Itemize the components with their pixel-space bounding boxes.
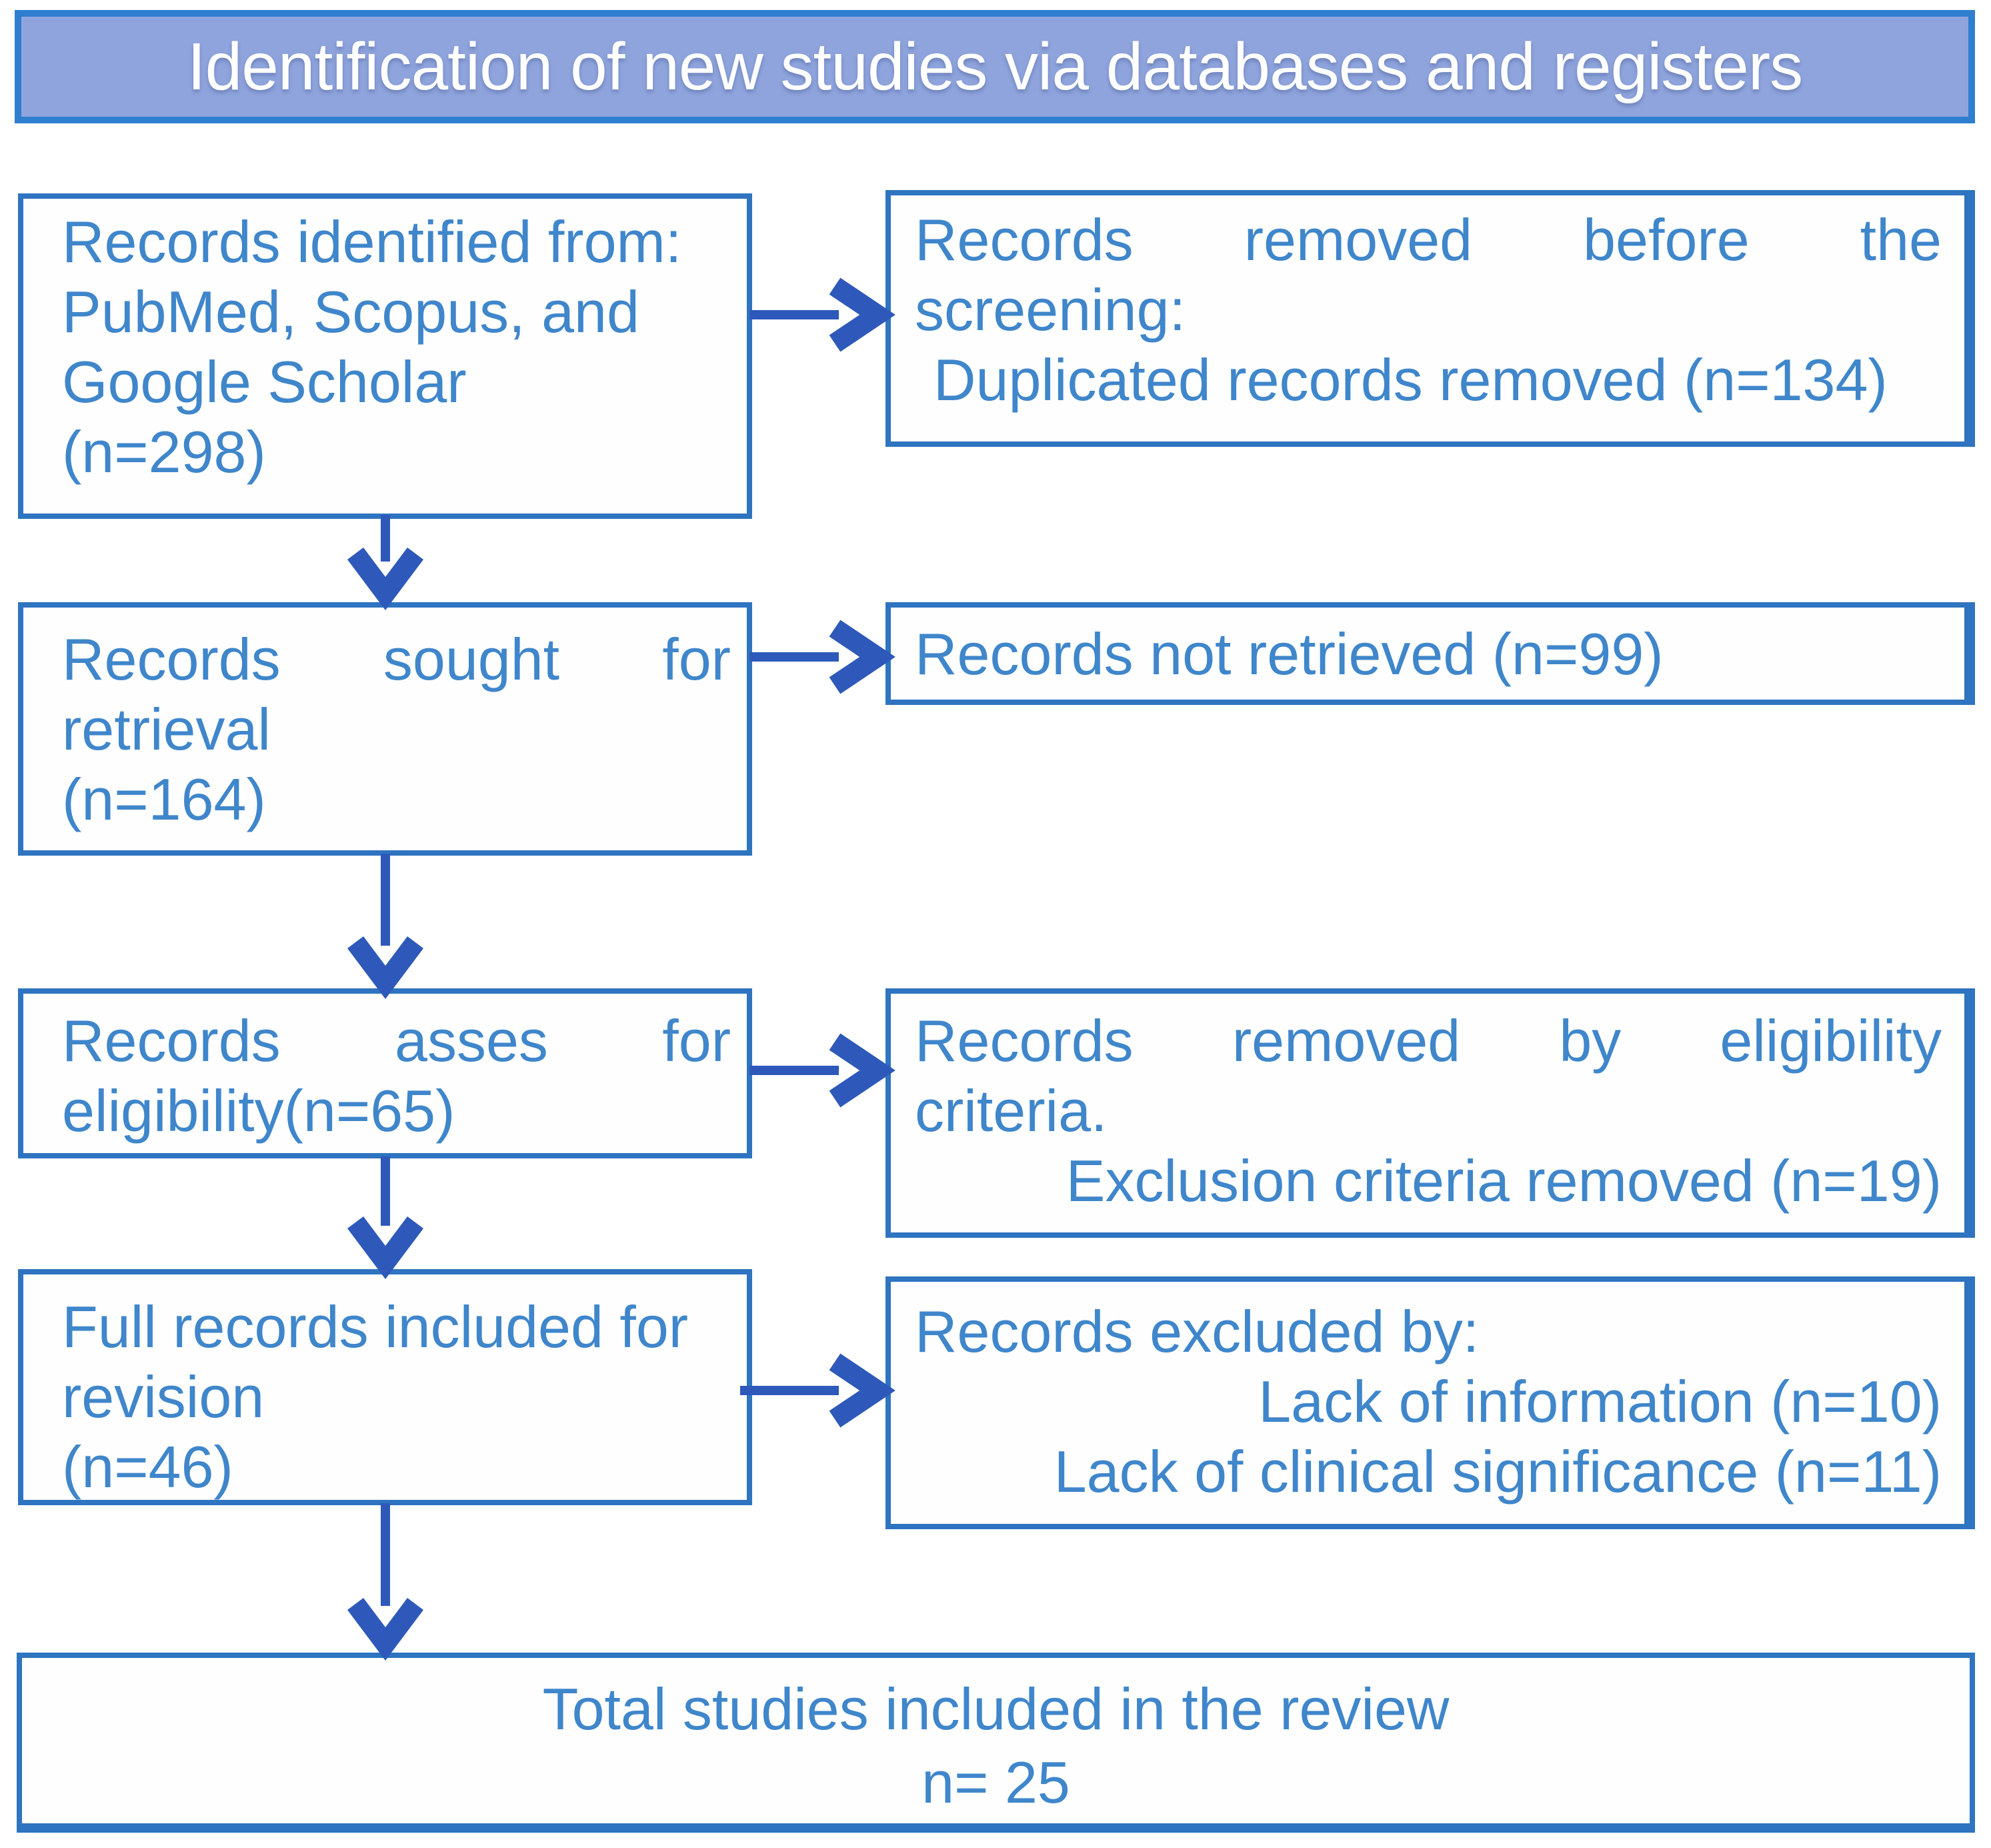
box-full-records-included: Full records included for revision (n=46… bbox=[18, 1269, 752, 1505]
box-records-identified: Records identified from: PubMed, Scopus,… bbox=[18, 193, 752, 519]
box-text-line: Lack of information (n=10) bbox=[1258, 1368, 1942, 1435]
box-records-removed-before-screening: Records removed before the screening: Du… bbox=[885, 190, 1975, 447]
box-text-line: Records excluded by: bbox=[915, 1298, 1480, 1364]
box-text-line: eligibility(n=65) bbox=[62, 1078, 455, 1144]
arrow-identified-to-sought bbox=[347, 515, 423, 610]
box-text-line: (n=298) bbox=[62, 419, 266, 485]
box-text-line: Records removed by eligibility bbox=[915, 1008, 1942, 1074]
arrow-assessed-to-included bbox=[347, 1156, 423, 1279]
arrow-sought-to-assessed bbox=[347, 854, 423, 999]
diagram-title: Identification of new studies via databa… bbox=[187, 29, 1803, 104]
box-text-line: (n=164) bbox=[62, 766, 266, 832]
arrow-included-to-total bbox=[347, 1503, 423, 1661]
box-text-line: Records not retrieved (n=99) bbox=[915, 620, 1664, 687]
box-text-line: criteria. bbox=[915, 1078, 1108, 1144]
box-text-line: Full records included for bbox=[62, 1294, 689, 1360]
box-text-line: retrieval bbox=[62, 696, 271, 762]
box-text-line: Records asses for bbox=[62, 1008, 731, 1074]
box-text-line: Duplicated records removed (n=134) bbox=[933, 347, 1888, 413]
box-records-excluded: Records excluded by: Lack of information… bbox=[885, 1276, 1975, 1529]
box-records-assessed: Records asses for eligibility(n=65) bbox=[18, 988, 752, 1158]
arrow-sought-to-not-retrieved bbox=[749, 620, 895, 694]
arrow-assessed-to-eligibility-removed bbox=[749, 1033, 895, 1108]
box-text-line: screening: bbox=[915, 277, 1186, 343]
box-text-line: Records removed before the bbox=[915, 207, 1942, 273]
box-text-line: PubMed, Scopus, and bbox=[62, 279, 639, 345]
box-text-line: Google Scholar bbox=[62, 349, 467, 415]
box-records-not-retrieved: Records not retrieved (n=99) bbox=[885, 602, 1975, 705]
box-text-line: Records identified from: bbox=[62, 209, 682, 275]
box-text-line: Records sought for bbox=[62, 626, 731, 692]
box-text-line: (n=46) bbox=[62, 1434, 233, 1500]
box-text-line: n= 25 bbox=[921, 1749, 1070, 1815]
arrow-included-to-excluded bbox=[740, 1353, 895, 1428]
box-records-sought: Records sought for retrieval (n=164) bbox=[18, 602, 752, 856]
box-records-removed-by-eligibility: Records removed by eligibility criteria.… bbox=[885, 988, 1975, 1238]
box-text-line: Exclusion criteria removed (n=19) bbox=[1066, 1148, 1942, 1214]
box-text-line: Lack of clinical significance (n=11) bbox=[1054, 1439, 1942, 1505]
box-text-line: revision bbox=[62, 1364, 265, 1430]
arrow-identified-to-removed bbox=[749, 277, 895, 352]
diagram-header: Identification of new studies via databa… bbox=[15, 10, 1975, 123]
box-text-line: Total studies included in the review bbox=[542, 1676, 1450, 1742]
box-total-included: Total studies included in the review n= … bbox=[17, 1653, 1975, 1833]
